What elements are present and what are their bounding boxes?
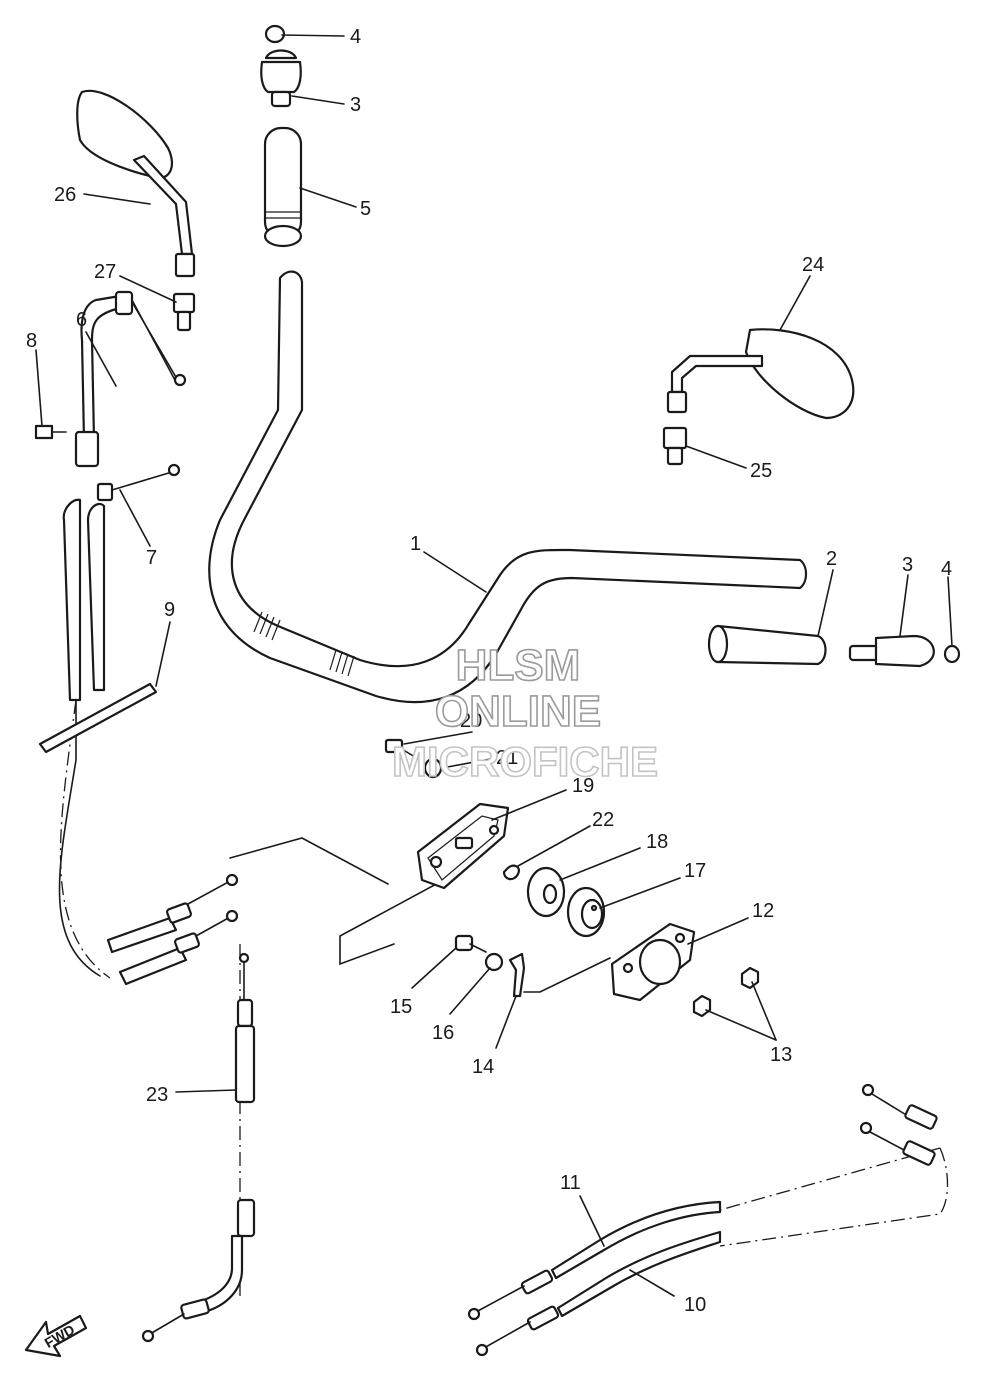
watermark: HLSM ONLINE MICROFICHE: [391, 640, 659, 786]
left-end-cap: [264, 24, 286, 44]
callout-19: 19: [572, 775, 594, 797]
clip-14: [508, 952, 526, 998]
watermark-line-3: MICROFICHE: [392, 738, 658, 785]
callout-4-left: 4: [350, 26, 361, 48]
handlebar: [208, 270, 808, 704]
nut-13a: [740, 966, 760, 990]
callout-24: 24: [802, 254, 824, 276]
throttle-cable-assembly: [58, 290, 187, 979]
callout-1: 1: [410, 533, 421, 555]
callout-3-left: 3: [350, 94, 361, 116]
lower-left-cables: [106, 873, 239, 986]
screw-20: [384, 738, 421, 761]
callout-23: 23: [146, 1084, 168, 1106]
callout-6: 6: [76, 309, 87, 331]
cable-bracket-bolt: [34, 424, 67, 440]
switch-housing-lower: [416, 802, 510, 890]
callout-2: 2: [826, 548, 837, 570]
callout-21: 21: [496, 747, 518, 769]
clutch-cable: [141, 952, 256, 1343]
callout-17: 17: [684, 860, 706, 882]
screw-15: [454, 934, 487, 953]
callout-14: 14: [472, 1056, 494, 1078]
left-mirror-adapter: [172, 292, 196, 332]
callout-20: 20: [460, 710, 482, 732]
right-mirror-adapter: [662, 426, 688, 466]
right-bar-end-weight: [848, 634, 935, 668]
callout-15: 15: [390, 996, 412, 1018]
callout-12: 12: [752, 900, 774, 922]
cable-guide-17: [566, 886, 606, 938]
callout-4-right: 4: [941, 558, 952, 580]
left-grip: [263, 126, 303, 248]
callout-18: 18: [646, 831, 668, 853]
callout-22: 22: [592, 809, 614, 831]
callout-3-right: 3: [902, 554, 913, 576]
callout-7: 7: [146, 547, 157, 569]
spring-22: [502, 864, 520, 881]
fwd-arrow-icon: FWD: [24, 1314, 88, 1358]
callout-8: 8: [26, 330, 37, 352]
right-mirror: [666, 328, 855, 420]
callout-13: 13: [770, 1044, 792, 1066]
callout-27: 27: [94, 261, 116, 283]
left-mirror: [76, 89, 196, 278]
callout-11: 11: [560, 1172, 581, 1194]
washer-16: [484, 952, 504, 972]
right-grip: [707, 624, 827, 666]
callout-10: 10: [684, 1294, 706, 1316]
switch-housing-upper: [610, 922, 696, 1002]
watermark-line-2: ONLINE: [435, 687, 601, 736]
callout-9: 9: [164, 599, 175, 621]
leader-lines: [35, 34, 953, 1297]
cable-guide-18: [526, 866, 566, 918]
right-end-cap: [943, 644, 961, 664]
adjuster-rod: [38, 682, 158, 754]
callout-25: 25: [750, 460, 772, 482]
callout-5: 5: [360, 198, 371, 220]
washer-21: [423, 757, 443, 779]
callout-26: 26: [54, 184, 76, 206]
left-bar-end-weight: [260, 49, 302, 108]
callout-labels: 4 3 5 26 27 6 8 7 9 1 2 3 4 24 25 20 21 …: [26, 26, 952, 1316]
callout-16: 16: [432, 1022, 454, 1044]
nut-13b: [692, 994, 712, 1018]
watermark-line-1: HLSM: [456, 641, 581, 690]
lower-right-cables: [467, 1083, 938, 1357]
